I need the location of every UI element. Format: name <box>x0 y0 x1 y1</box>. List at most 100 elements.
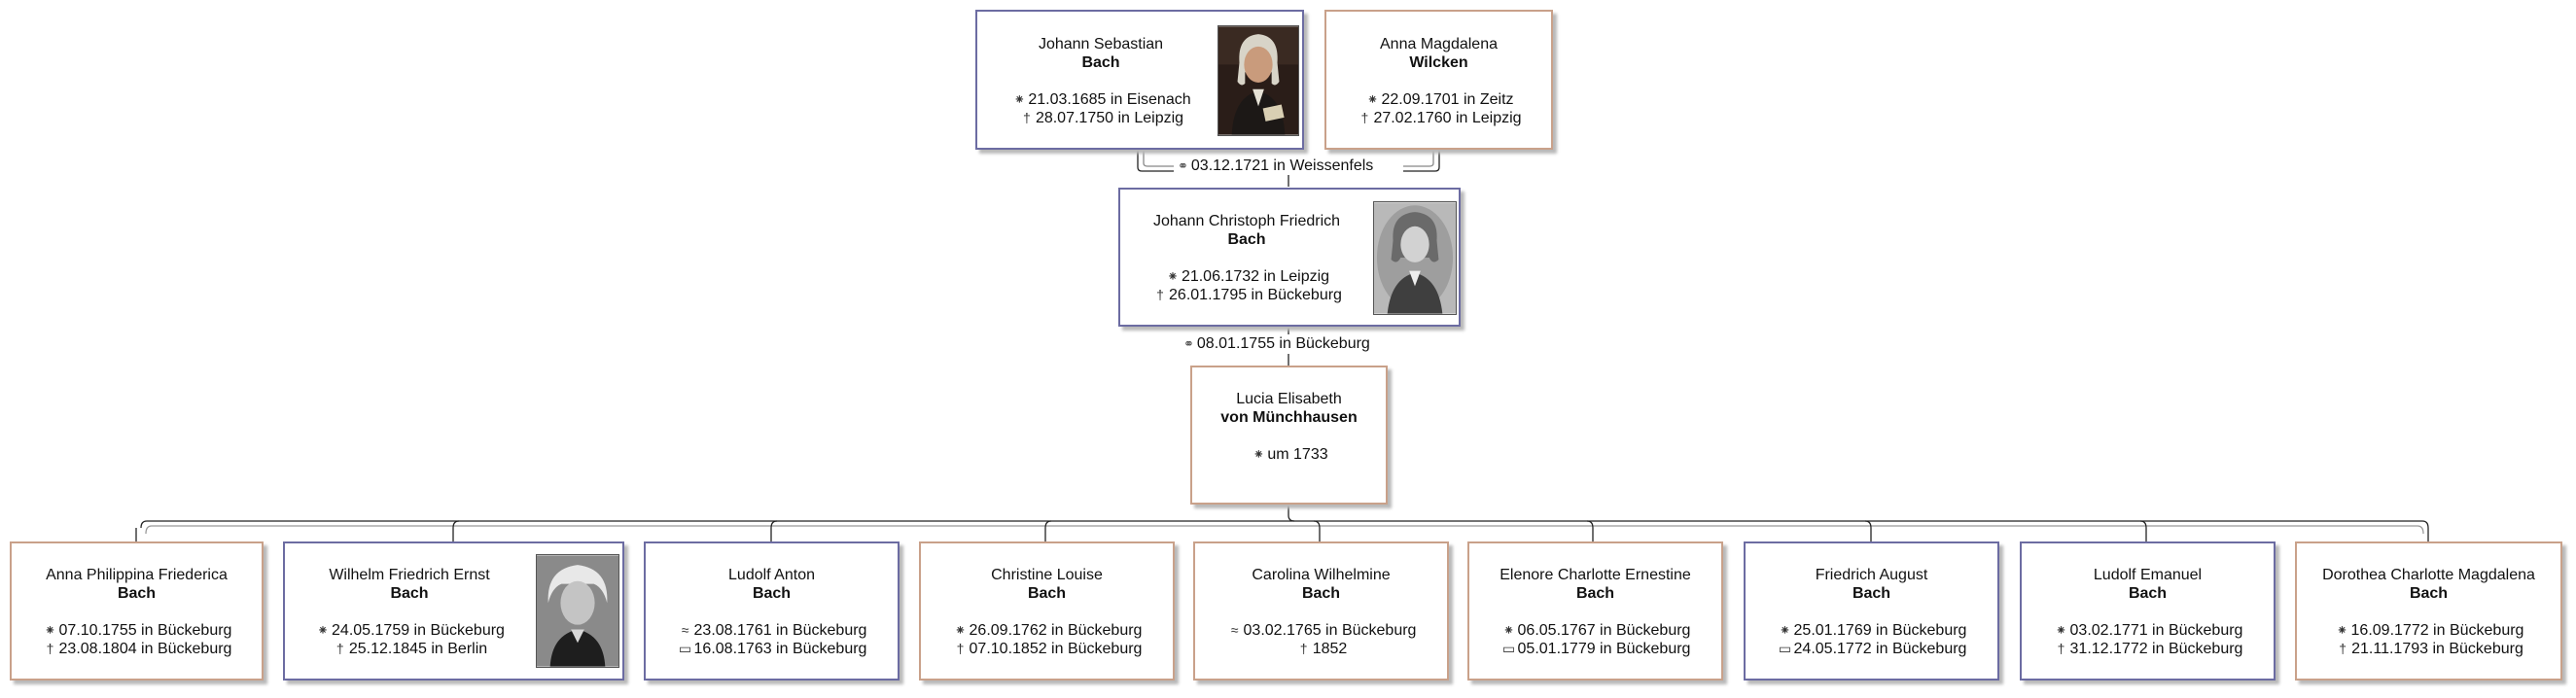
connector-c2 <box>452 520 460 541</box>
life-events: ⁕24.05.1759 in Bückeburg †25.12.1845 in … <box>285 621 534 658</box>
person-text: Christine Louise Bach ⁕26.09.1762 in Büc… <box>921 543 1173 658</box>
person-card-elenore-charlotte-ernestine[interactable]: Elenore Charlotte Ernestine Bach ⁕06.05.… <box>1467 541 1723 681</box>
person-card-johann-sebastian[interactable]: Johann Sebastian Bach ⁕21.03.1685 in Eis… <box>975 10 1304 150</box>
marriage-label: ⚭03.12.1721 in Weissenfels <box>1174 157 1378 175</box>
portrait-elderly-icon <box>536 554 619 668</box>
surname: Bach <box>117 585 157 602</box>
baptism-event: ≈03.02.1765 in Bückeburg <box>1195 621 1447 640</box>
birth-text: 03.02.1771 in Bückeburg <box>2069 622 2243 639</box>
person-text: Anna Magdalena Wilcken ⁕22.09.1701 in Ze… <box>1326 12 1551 127</box>
person-text: Elenore Charlotte Ernestine Bach ⁕06.05.… <box>1469 543 1721 658</box>
marriage-text: 08.01.1755 in Bückeburg <box>1196 335 1370 352</box>
connector-am-marriage <box>1403 148 1440 172</box>
given-name: Christine Louise <box>991 567 1103 583</box>
asterisk-birth-icon: ⁕ <box>1366 91 1379 107</box>
person-card-lucia-elisabeth[interactable]: Lucia Elisabeth von Münchhausen ⁕um 1733 <box>1190 366 1388 505</box>
life-events: ⁕06.05.1767 in Bückeburg ▭05.01.1779 in … <box>1469 621 1721 658</box>
burial-event: ▭05.01.1779 in Bückeburg <box>1469 640 1721 658</box>
person-text: Ludolf Anton Bach ≈23.08.1761 in Bückebu… <box>646 543 898 658</box>
asterisk-birth-icon: ⁕ <box>1253 446 1265 462</box>
given-name: Anna Philippina Friederica <box>46 567 228 583</box>
dagger-death-icon: † <box>2339 641 2347 656</box>
connector-js-marriage <box>1137 148 1174 172</box>
surname: Bach <box>1301 585 1341 602</box>
birth-text: 16.09.1772 in Bückeburg <box>2350 622 2524 639</box>
person-card-dorothea-charlotte-magdalena[interactable]: Dorothea Charlotte Magdalena Bach ⁕16.09… <box>2295 541 2562 681</box>
connector-am-marriage-shadow <box>1403 148 1434 167</box>
baptism-event: ≈23.08.1761 in Bückeburg <box>646 621 898 640</box>
asterisk-birth-icon: ⁕ <box>1013 91 1026 107</box>
connector-js-marriage-shadow <box>1143 148 1174 167</box>
death-text: 27.02.1760 in Leipzig <box>1373 110 1522 126</box>
birth-event: ⁕26.09.1762 in Bückeburg <box>921 621 1173 640</box>
given-name: Friedrich August <box>1815 567 1928 583</box>
burial-text: 24.05.1772 in Bückeburg <box>1793 641 1967 657</box>
person-text: Johann Sebastian Bach ⁕21.03.1685 in Eis… <box>977 12 1224 127</box>
children-bus-line <box>140 520 2429 529</box>
birth-event: ⁕22.09.1701 in Zeitz <box>1326 90 1551 109</box>
surname: Bach <box>1852 585 1891 602</box>
birth-text: 25.01.1769 in Bückeburg <box>1793 622 1967 639</box>
death-event: †28.07.1750 in Leipzig <box>977 109 1224 127</box>
birth-text: 24.05.1759 in Bückeburg <box>332 622 505 639</box>
life-events: ⁕22.09.1701 in Zeitz † 27.02.1760 in Leip… <box>1326 90 1551 127</box>
given-name: Johann Christoph Friedrich <box>1152 213 1341 229</box>
rings-icon: ⚭ <box>1183 336 1194 351</box>
connector-c5 <box>1313 520 1321 541</box>
asterisk-birth-icon: ⁕ <box>44 622 56 638</box>
person-card-ludolf-emanuel[interactable]: Ludolf Emanuel Bach ⁕03.02.1771 in Bücke… <box>2020 541 2276 681</box>
death-text: 07.10.1852 in Bückeburg <box>969 641 1143 657</box>
birth-text: um 1733 <box>1267 446 1328 463</box>
death-event: †31.12.1772 in Bückeburg <box>2022 640 2274 658</box>
dagger-death-icon: † <box>335 641 344 656</box>
dagger-death-icon: † <box>46 641 54 656</box>
person-card-ludolf-anton[interactable]: Ludolf Anton Bach ≈23.08.1761 in Bückebu… <box>644 541 900 681</box>
birth-event: ⁕03.02.1771 in Bückeburg <box>2022 621 2274 640</box>
given-name: Dorothea Charlotte Magdalena <box>2322 567 2535 583</box>
death-text: 23.08.1804 in Bückeburg <box>58 641 232 657</box>
dagger-death-icon: † <box>1360 110 1369 125</box>
asterisk-birth-icon: ⁕ <box>1779 622 1791 638</box>
given-name: Lucia Elisabeth <box>1236 391 1342 407</box>
birth-text: 06.05.1767 in Bückeburg <box>1517 622 1691 639</box>
death-text: 28.07.1750 in Leipzig <box>1035 110 1184 126</box>
person-text: Carolina Wilhelmine Bach ≈03.02.1765 in … <box>1195 543 1447 658</box>
burial-icon: ▭ <box>1501 641 1516 656</box>
birth-text: 21.03.1685 in Eisenach <box>1028 91 1191 108</box>
connector-c4 <box>1044 520 1052 541</box>
birth-text: 21.06.1732 in Leipzig <box>1181 268 1330 285</box>
dagger-death-icon: † <box>956 641 965 656</box>
birth-text: 22.09.1701 in Zeitz <box>1381 91 1514 108</box>
given-name: Johann Sebastian <box>1038 36 1164 52</box>
person-card-wilhelm-friedrich-ernst[interactable]: Wilhelm Friedrich Ernst Bach ⁕24.05.1759… <box>283 541 624 681</box>
person-card-friedrich-august[interactable]: Friedrich August Bach ⁕25.01.1769 in Büc… <box>1744 541 1999 681</box>
person-text: Ludolf Emanuel Bach ⁕03.02.1771 in Bücke… <box>2022 543 2274 658</box>
life-events: ⁕26.09.1762 in Bückeburg † 07.10.1852 in … <box>921 621 1173 658</box>
person-card-johann-christoph-friedrich[interactable]: Johann Christoph Friedrich Bach ⁕21.06.1… <box>1118 188 1461 327</box>
person-text: Friedrich August Bach ⁕25.01.1769 in Büc… <box>1746 543 1997 658</box>
asterisk-birth-icon: ⁕ <box>2055 622 2067 638</box>
person-card-anna-magdalena[interactable]: Anna Magdalena Wilcken ⁕22.09.1701 in Ze… <box>1324 10 1553 150</box>
asterisk-birth-icon: ⁕ <box>317 622 329 638</box>
connector-c8 <box>2139 520 2147 541</box>
birth-event: ⁕06.05.1767 in Bückeburg <box>1469 621 1721 640</box>
surname: Bach <box>2128 585 2168 602</box>
death-event: †1852 <box>1195 640 1447 658</box>
birth-event: ⁕21.06.1732 in Leipzig <box>1120 267 1373 286</box>
person-card-anna-philippina[interactable]: Anna Philippina Friederica Bach ⁕07.10.1… <box>10 541 264 681</box>
given-name: Elenore Charlotte Ernestine <box>1500 567 1691 583</box>
marriage-text: 03.12.1721 in Weissenfels <box>1190 157 1374 174</box>
death-event: †25.12.1845 in Berlin <box>285 640 534 658</box>
person-card-carolina-wilhelmine[interactable]: Carolina Wilhelmine Bach ≈03.02.1765 in … <box>1193 541 1449 681</box>
birth-event: ⁕07.10.1755 in Bückeburg <box>12 621 262 640</box>
given-name: Ludolf Emanuel <box>2093 567 2203 583</box>
surname: Bach <box>2409 585 2449 602</box>
connector-c3 <box>770 520 778 541</box>
person-card-christine-louise[interactable]: Christine Louise Bach ⁕26.09.1762 in Büc… <box>919 541 1175 681</box>
life-events: ⁕16.09.1772 in Bückeburg †21.11.1793 in … <box>2297 621 2560 658</box>
death-text: 1852 <box>1312 641 1348 657</box>
life-events: ≈23.08.1761 in Bückeburg ▭16.08.1763 in … <box>646 621 898 658</box>
death-event: † 23.08.1804 in Bückeburg <box>12 640 262 658</box>
surname: Bach <box>752 585 792 602</box>
birth-event: ⁕24.05.1759 in Bückeburg <box>285 621 534 640</box>
